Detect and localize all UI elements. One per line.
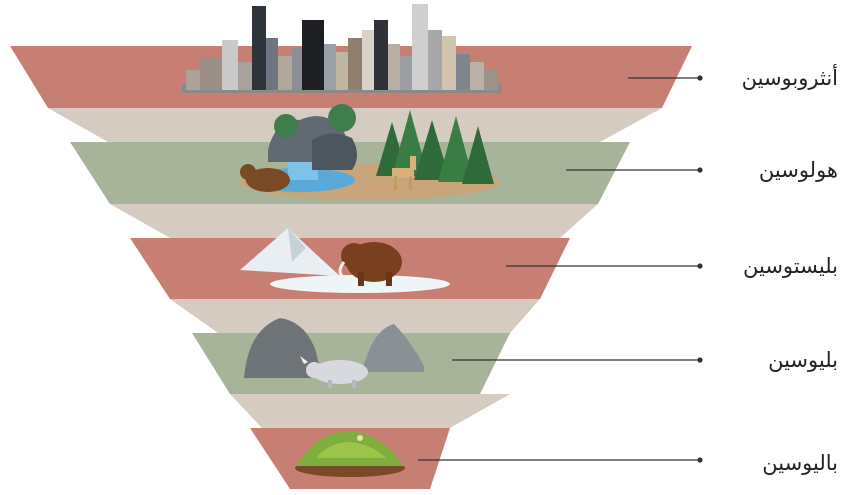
glacier-mammoth-illustration <box>240 228 450 293</box>
connector-2 <box>110 204 598 238</box>
leader-dot-pliocene <box>697 357 703 363</box>
epoch-label-pleistocene: بليستوسين <box>743 254 838 278</box>
epoch-label-pliocene: بليوسين <box>768 348 838 372</box>
connector-1 <box>48 108 662 142</box>
leader-dot-holocene <box>697 167 703 173</box>
connector-3 <box>170 299 540 333</box>
leader-lines <box>418 75 703 463</box>
grassy-island-illustration <box>295 431 405 477</box>
epoch-label-paleocene: باليوسين <box>762 451 838 475</box>
connector-4 <box>230 394 510 428</box>
leader-dot-pleistocene <box>697 263 703 269</box>
forest-waterfall-illustration <box>240 104 500 200</box>
city-skyline-illustration <box>182 4 502 93</box>
leader-dot-paleocene <box>697 457 703 463</box>
epoch-label-anthropocene: أنثروبوسين <box>741 66 838 90</box>
rocks-rhino-illustration <box>244 318 424 388</box>
epoch-label-holocene: هولوسين <box>758 158 838 182</box>
leader-dot-anthropocene <box>697 75 703 81</box>
